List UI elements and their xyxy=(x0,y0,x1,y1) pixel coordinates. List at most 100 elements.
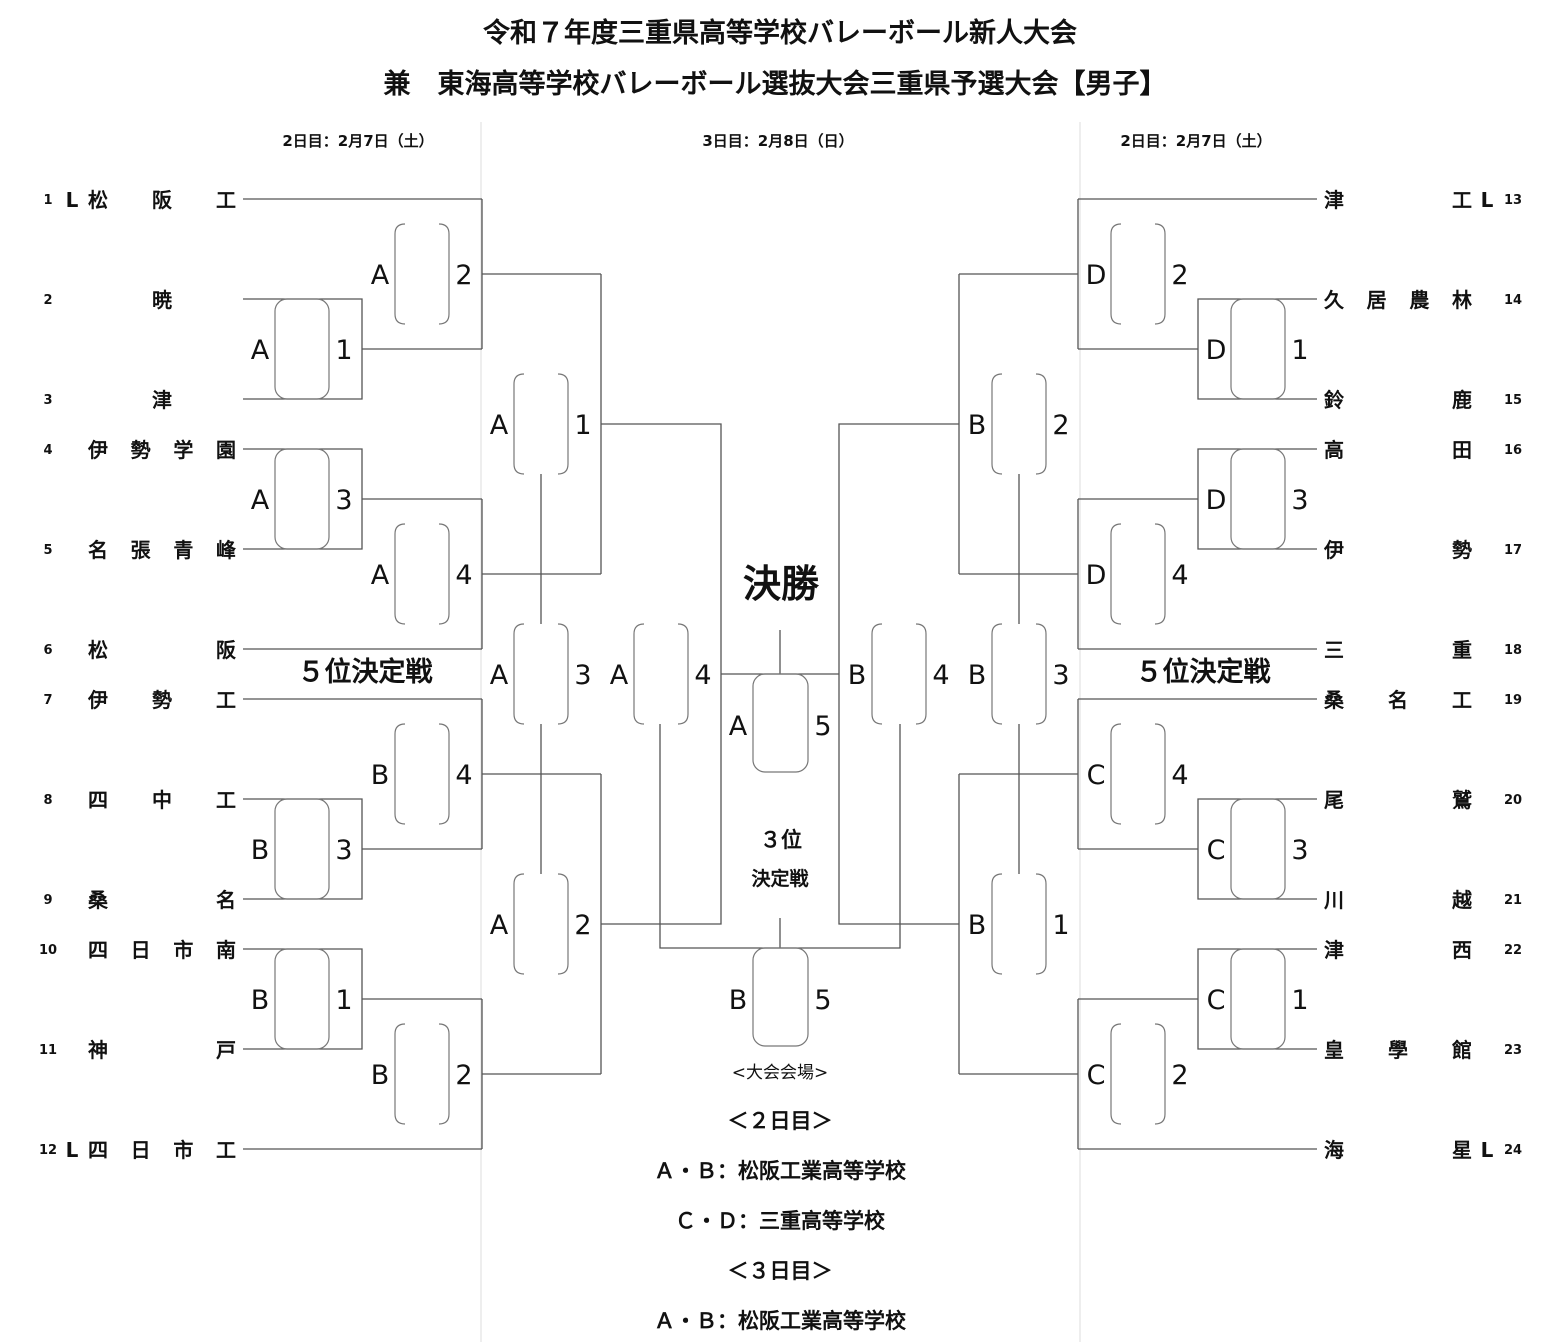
team-seed-number: 7 xyxy=(43,693,52,708)
team-name: 津西 xyxy=(1324,938,1472,962)
match-left-r2-0-right-paren xyxy=(438,223,450,325)
match-right-r1-2-number: 3 xyxy=(1291,835,1308,866)
match-left-r1-2-box xyxy=(274,798,330,900)
match-left-r1-1-court: A xyxy=(251,485,270,516)
match-left-r3-1-court: A xyxy=(490,910,509,941)
match-right-fifth-left-paren xyxy=(991,623,1003,725)
team-seed-number: 9 xyxy=(43,893,52,908)
match-right-r2-0-right-paren xyxy=(1154,223,1166,325)
venue-day3-heading: ＜３日目＞ xyxy=(728,1259,833,1283)
match-left-fifth-court: A xyxy=(490,660,509,691)
match-left-r1-2-court: B xyxy=(251,835,270,866)
team-seed-number: 18 xyxy=(1504,643,1522,658)
match-right-semi-loser-right-paren xyxy=(915,623,927,725)
match-left-r2-3-left-paren xyxy=(394,1023,406,1125)
venue-day2-ab: Ａ・Ｂ：松阪工業高等学校 xyxy=(654,1159,907,1183)
match-left-r2-1-right-paren xyxy=(438,523,450,625)
match-left-fifth-right-paren xyxy=(557,623,569,725)
team-name: 高田 xyxy=(1324,438,1472,462)
team-name: 松阪工 xyxy=(88,188,236,212)
team-seed-number: 19 xyxy=(1504,693,1522,708)
match-right-fifth-right-paren xyxy=(1035,623,1047,725)
match-left-r1-0-number: 1 xyxy=(335,335,352,366)
team-name: 津工 xyxy=(1324,188,1472,212)
match-right-r1-3-number: 1 xyxy=(1291,985,1308,1016)
fifth-place-label-left: ５位決定戦 xyxy=(298,656,433,688)
bracket-lines xyxy=(243,198,1317,1150)
day-header-left: 2日目：2月7日（土） xyxy=(282,132,433,150)
match-right-r3-0-right-paren xyxy=(1035,373,1047,475)
team-seed-number: 2 xyxy=(43,293,52,308)
match-right-r1-0-number: 1 xyxy=(1291,335,1308,366)
venue-day3-ab: Ａ・Ｂ：松阪工業高等学校 xyxy=(654,1309,907,1333)
team-name: 桑名 xyxy=(88,888,236,912)
team-seed-number: 8 xyxy=(43,793,52,808)
match-right-r2-2-right-paren xyxy=(1154,723,1166,825)
third-place-label: ３位 xyxy=(760,828,802,852)
team-seed-number: 10 xyxy=(39,943,57,958)
match-right-r2-1-right-paren xyxy=(1154,523,1166,625)
seed-mark: L xyxy=(1481,1138,1494,1162)
match-right-semi-loser-left-paren xyxy=(871,623,883,725)
final-court: A xyxy=(729,711,748,742)
team-name: 伊勢工 xyxy=(87,688,236,712)
match-left-r1-0-court: A xyxy=(251,335,270,366)
match-left-r2-2-number: 4 xyxy=(455,760,472,791)
team-name: 皇學館 xyxy=(1324,1038,1472,1062)
team-seed-number: 21 xyxy=(1504,893,1522,908)
third-place-line xyxy=(659,724,780,949)
match-right-r2-1-court: D xyxy=(1086,560,1107,591)
fifth-place-label-right: ５位決定戦 xyxy=(1136,656,1271,688)
match-right-semi-loser-number: 4 xyxy=(932,660,949,691)
match-left-r1-3-court: B xyxy=(251,985,270,1016)
team-name: 神戸 xyxy=(88,1038,236,1062)
match-right-r1-3-court: C xyxy=(1207,985,1226,1016)
match-right-r1-2-court: C xyxy=(1207,835,1226,866)
seed-mark: L xyxy=(66,1138,79,1162)
team-seed-number: 22 xyxy=(1504,943,1522,958)
match-left-r2-3-right-paren xyxy=(438,1023,450,1125)
match-left-semi-loser-number: 4 xyxy=(694,660,711,691)
match-right-r1-1-court: D xyxy=(1206,485,1227,516)
team-seed-number: 4 xyxy=(43,443,52,458)
team-name: 尾鷲 xyxy=(1324,788,1472,812)
match-left-semi-loser-left-paren xyxy=(633,623,645,725)
match-left-r1-0-box xyxy=(274,298,330,400)
team-name: 四日市工 xyxy=(88,1138,236,1162)
team-seed-number: 17 xyxy=(1504,543,1522,558)
match-right-r2-3-left-paren xyxy=(1110,1023,1122,1125)
match-right-r3-1-left-paren xyxy=(991,873,1003,975)
third-place-number: 5 xyxy=(814,985,831,1016)
match-left-semi-loser-court: A xyxy=(610,660,629,691)
title-line-1: 令和７年度三重県高等学校バレーボール新人大会 xyxy=(483,17,1077,49)
final-number: 5 xyxy=(814,711,831,742)
team-name: 松阪 xyxy=(88,638,237,662)
match-right-r2-0-court: D xyxy=(1086,260,1107,291)
day-header-right: 2日目：2月7日（土） xyxy=(1120,132,1271,150)
day-header-center: 3日目：2月8日（日） xyxy=(702,132,853,150)
match-right-r3-1-right-paren xyxy=(1035,873,1047,975)
match-left-fifth-number: 3 xyxy=(574,660,591,691)
match-left-r2-2-court: B xyxy=(371,760,390,791)
match-right-r1-0-court: D xyxy=(1206,335,1227,366)
match-right-r3-1-court: B xyxy=(968,910,987,941)
match-right-r3-0-left-paren xyxy=(991,373,1003,475)
match-left-r2-0-number: 2 xyxy=(455,260,472,291)
team-seed-number: 16 xyxy=(1504,443,1522,458)
team-seed-number: 23 xyxy=(1504,1043,1522,1058)
match-right-r2-2-number: 4 xyxy=(1171,760,1188,791)
match-right-fifth-number: 3 xyxy=(1052,660,1069,691)
match-left-r2-3-court: B xyxy=(371,1060,390,1091)
match-left-r3-0-right-paren xyxy=(557,373,569,475)
team-seed-number: 6 xyxy=(43,643,52,658)
team-name: 四日市南 xyxy=(88,938,236,962)
team-seed-number: 3 xyxy=(43,393,52,408)
team-name: 海星 xyxy=(1324,1138,1472,1162)
match-left-r1-1-box xyxy=(274,448,330,550)
match-left-r2-2-right-paren xyxy=(438,723,450,825)
team-seed-number: 15 xyxy=(1504,393,1522,408)
match-right-r2-3-court: C xyxy=(1087,1060,1106,1091)
team-seed-number: 24 xyxy=(1504,1143,1522,1158)
